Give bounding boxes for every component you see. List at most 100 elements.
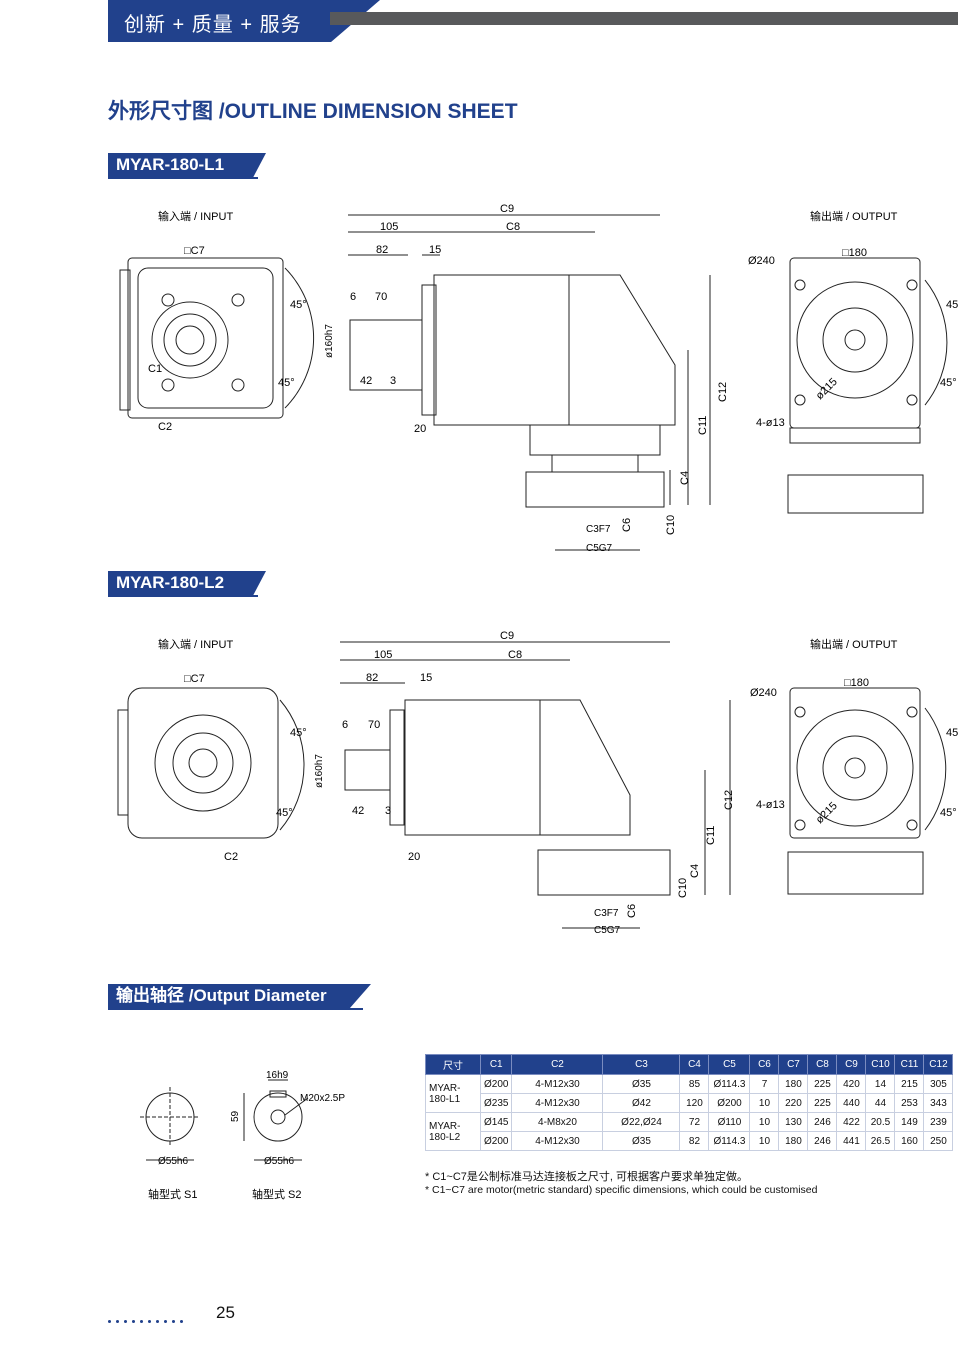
c11-label: C11 xyxy=(705,826,717,845)
c12-label: C12 xyxy=(717,382,729,402)
model-badge-l2: MYAR-180-L2 xyxy=(108,571,266,595)
angle-out-bottom: 45° xyxy=(940,377,957,389)
table-cell: Ø235 xyxy=(479,1093,513,1113)
shaft-drawings: Ø55h6 Ø55h6 16h9 59 M20x2.5P 轴型式 S1 轴型式 … xyxy=(130,1060,370,1210)
angle-label-top: 45° xyxy=(290,299,307,311)
c9-label: C9 xyxy=(500,630,514,642)
c6-label: C6 xyxy=(626,904,638,918)
c12-label: C12 xyxy=(723,790,735,810)
header-bar xyxy=(330,12,958,25)
input-label: 输入端 / INPUT xyxy=(158,637,233,651)
c5-label: C5G7 xyxy=(594,925,621,936)
angle-out-top: 45° xyxy=(946,299,958,311)
d15-label: 15 xyxy=(429,244,441,256)
d215-label: ø215 xyxy=(814,376,840,402)
table-header: C6 xyxy=(749,1054,780,1075)
s1-d55: Ø55h6 xyxy=(158,1156,188,1167)
table-cell: 180 xyxy=(778,1131,809,1151)
table-cell: 120 xyxy=(679,1093,710,1113)
c3-label: C3F7 xyxy=(594,908,619,919)
d20-label: 20 xyxy=(414,423,426,435)
c7-label: □C7 xyxy=(184,673,205,685)
table-cell: 239 xyxy=(923,1112,954,1132)
s2-d16: 16h9 xyxy=(266,1070,289,1081)
c6-label: C6 xyxy=(621,518,633,532)
table-row: Ø200 4-M12x30 Ø35 82 Ø114.3 10 180 246 4… xyxy=(426,1131,954,1151)
c1-label: C1 xyxy=(148,363,162,375)
table-header: C10 xyxy=(865,1054,896,1075)
c2-label: C2 xyxy=(158,421,172,433)
table-header: C5 xyxy=(708,1054,751,1075)
table-cell: 420 xyxy=(836,1074,867,1094)
d82-label: 82 xyxy=(366,672,378,684)
table-header: C11 xyxy=(894,1054,925,1075)
table-cell: 72 xyxy=(679,1112,710,1132)
table-cell: 220 xyxy=(778,1093,809,1113)
model-name: MYAR-180-L2 xyxy=(108,571,266,595)
table-cell: 85 xyxy=(679,1074,710,1094)
sq180-label: □180 xyxy=(844,677,869,689)
model-name: MYAR-180-L1 xyxy=(108,153,266,177)
d6-label: 6 xyxy=(350,291,356,303)
c2-label: C2 xyxy=(224,851,238,863)
divider xyxy=(108,595,258,597)
s1-label: 轴型式 S1 xyxy=(148,1187,198,1201)
output-diameter-badge: 输出轴径 /Output Diameter xyxy=(108,984,371,1008)
d105-label: 105 xyxy=(380,221,398,233)
table-cell: Ø114.3 xyxy=(708,1074,751,1094)
table-row: MYAR-180-L2 Ø145 4-M8x20 Ø22,Ø24 72 Ø110… xyxy=(425,1112,954,1151)
angle-out-top: 45° xyxy=(946,727,958,739)
d6-label: 6 xyxy=(342,719,348,731)
table-header: C12 xyxy=(923,1054,954,1075)
table-header: C7 xyxy=(778,1054,809,1075)
table-cell: 225 xyxy=(807,1093,838,1113)
c10-label: C10 xyxy=(677,878,689,898)
table-cell: 422 xyxy=(836,1112,867,1132)
s2-label: 轴型式 S2 xyxy=(252,1187,302,1201)
table-cell: Ø35 xyxy=(602,1074,681,1094)
table-cell: 82 xyxy=(679,1131,710,1151)
divider xyxy=(108,177,258,179)
table-cell: 10 xyxy=(749,1131,780,1151)
table-cell: 160 xyxy=(894,1131,925,1151)
holes-label: 4-ø13 xyxy=(756,799,785,811)
table-header: C3 xyxy=(602,1054,681,1075)
table-cell: 305 xyxy=(923,1074,954,1094)
holes-label: 4-ø13 xyxy=(756,417,785,429)
table-header: C2 xyxy=(511,1054,604,1075)
table-cell: 4-M8x20 xyxy=(511,1112,604,1132)
spec-table-wrap: 尺寸 C1 C2 C3 C4 C5 C6 C7 C8 C9 C10 C11 C1… xyxy=(425,1054,954,1151)
c9-label: C9 xyxy=(500,203,514,215)
output-label: 输出端 / OUTPUT xyxy=(810,637,898,651)
table-cell: Ø200 xyxy=(708,1093,751,1113)
page-title: 外形尺寸图 /OUTLINE DIMENSION SHEET xyxy=(108,100,518,123)
table-cell: 4-M12x30 xyxy=(511,1074,604,1094)
table-cell: 130 xyxy=(778,1112,809,1132)
footer-dots xyxy=(108,1310,188,1328)
drawing-l1: 输入端 / INPUT □C7 C2 C1 45° 45° C9 105 C8 … xyxy=(100,190,958,570)
divider xyxy=(108,1008,363,1010)
table-header: 尺寸 xyxy=(425,1054,481,1075)
table-cell: 7 xyxy=(749,1074,780,1094)
d240-label: Ø240 xyxy=(750,687,777,699)
drawing-l2: 输入端 / INPUT □C7 C2 45° 45° C9 105 C8 82 … xyxy=(100,620,958,950)
table-cell: 26.5 xyxy=(865,1131,896,1151)
table-header-row: 尺寸 C1 C2 C3 C4 C5 C6 C7 C8 C9 C10 C11 C1… xyxy=(425,1054,954,1075)
table-cell: 10 xyxy=(749,1112,780,1132)
input-label: 输入端 / INPUT xyxy=(158,209,233,223)
d42-label: 42 xyxy=(352,805,364,817)
c5-label: C5G7 xyxy=(586,543,613,554)
table-cell: 20.5 xyxy=(865,1112,896,1132)
table-cell: 149 xyxy=(894,1112,925,1132)
angle-label-bottom: 45° xyxy=(278,377,295,389)
c4-label: C4 xyxy=(679,471,691,485)
output-label: 输出端 / OUTPUT xyxy=(810,209,898,223)
table-header: C1 xyxy=(479,1054,513,1075)
d240-label: Ø240 xyxy=(748,255,775,267)
table-cell: 14 xyxy=(865,1074,896,1094)
spec-table: 尺寸 C1 C2 C3 C4 C5 C6 C7 C8 C9 C10 C11 C1… xyxy=(425,1054,954,1151)
note-en: * C1~C7 are motor(metric standard) speci… xyxy=(425,1184,818,1196)
section-title: 输出轴径 /Output Diameter xyxy=(108,984,371,1008)
drawing-l1-svg: 输入端 / INPUT □C7 C2 C1 45° 45° C9 105 C8 … xyxy=(119,203,958,554)
s2-thread: M20x2.5P xyxy=(300,1093,345,1104)
